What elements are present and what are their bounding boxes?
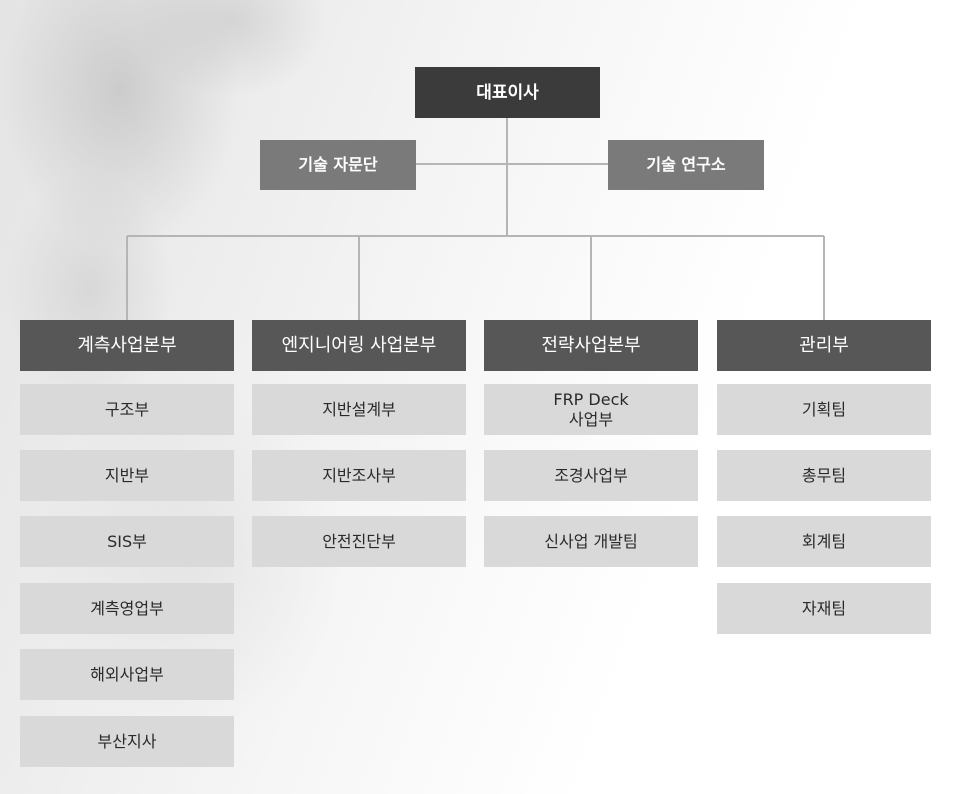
team-accounting: 회계팀 (717, 516, 931, 567)
team-sis: SIS부 (20, 516, 234, 567)
team-general-affairs: 총무팀 (717, 450, 931, 501)
division-management: 관리부 (717, 320, 931, 371)
team-structure: 구조부 (20, 384, 234, 435)
research-institute-box: 기술 연구소 (608, 140, 764, 190)
team-measurement-sales: 계측영업부 (20, 583, 234, 634)
division-engineering: 엔지니어링 사업본부 (252, 320, 466, 371)
team-ground: 지반부 (20, 450, 234, 501)
team-frp-deck: FRP Deck 사업부 (484, 384, 698, 435)
team-new-business: 신사업 개발팀 (484, 516, 698, 567)
team-ground-survey: 지반조사부 (252, 450, 466, 501)
technical-advisory-box: 기술 자문단 (260, 140, 416, 190)
team-landscape: 조경사업부 (484, 450, 698, 501)
team-planning: 기획팀 (717, 384, 931, 435)
team-busan-branch: 부산지사 (20, 716, 234, 767)
ceo-box: 대표이사 (415, 67, 600, 118)
team-materials: 자재팀 (717, 583, 931, 634)
team-safety-diagnosis: 안전진단부 (252, 516, 466, 567)
division-measurement: 계측사업본부 (20, 320, 234, 371)
division-strategy: 전략사업본부 (484, 320, 698, 371)
team-ground-design: 지반설계부 (252, 384, 466, 435)
team-overseas-business: 해외사업부 (20, 649, 234, 700)
